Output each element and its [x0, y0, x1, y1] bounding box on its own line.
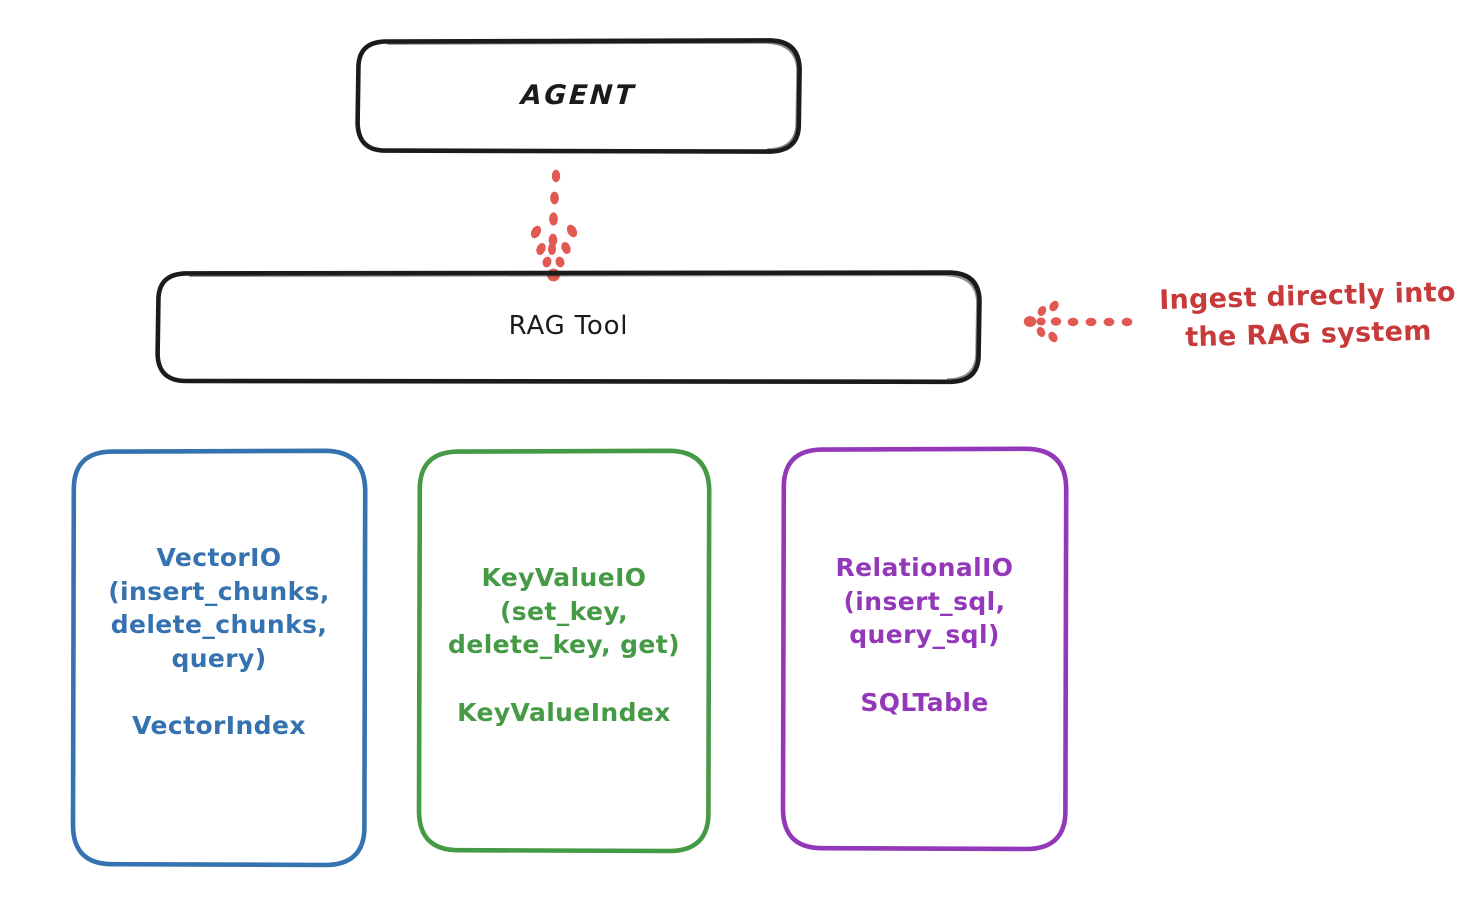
node-rag-tool[interactable]: RAG Tool [155, 270, 982, 385]
vector-io-index-label: VectorIndex [132, 711, 306, 741]
ingest-annotation-label: Ingest directly into the RAG system [1158, 276, 1457, 354]
agent-label: AGENT [519, 80, 638, 112]
edge-agent-to-rag-tool [530, 169, 578, 282]
key-value-io-index-label: KeyValueIndex [457, 697, 671, 727]
rag-tool-label: RAG Tool [508, 311, 629, 342]
vector-io-api-label: VectorIO (insert_chunks, delete_chunks, … [108, 543, 330, 673]
node-key-value-io[interactable]: KeyValueIO (set_key, delete_key, get) Ke… [416, 448, 712, 854]
relational-io-index-label: SQLTable [860, 687, 989, 717]
node-relational-io[interactable]: RelationalIO (insert_sql, query_sql) SQL… [780, 446, 1069, 852]
vector-io-card-body: VectorIO (insert_chunks, delete_chunks, … [108, 541, 330, 743]
edge-ingest-to-rag-tool [1023, 300, 1133, 343]
key-value-io-api-label: KeyValueIO (set_key, delete_key, get) [448, 563, 680, 659]
relational-io-card-body: RelationalIO (insert_sql, query_sql) SQL… [836, 551, 1014, 719]
relational-io-api-label: RelationalIO (insert_sql, query_sql) [835, 553, 1014, 649]
node-agent[interactable]: AGENT [355, 38, 802, 154]
key-value-io-card-body: KeyValueIO (set_key, delete_key, get) Ke… [448, 561, 680, 729]
node-vector-io[interactable]: VectorIO (insert_chunks, delete_chunks, … [70, 448, 368, 868]
